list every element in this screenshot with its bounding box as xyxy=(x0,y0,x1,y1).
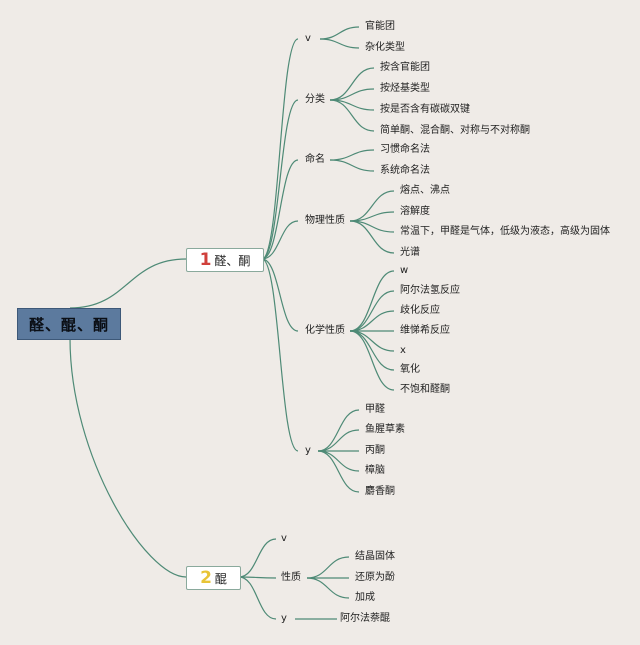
leaf-solubility[interactable]: 溶解度 xyxy=(400,206,430,217)
link-branch1-classify xyxy=(261,99,299,260)
link-branch2-y xyxy=(238,576,277,620)
node-b2-y[interactable]: y xyxy=(281,613,287,624)
leaf-alpha-naphthoquinone[interactable]: 阿尔法萘醌 xyxy=(340,613,390,624)
leaf-functional-group[interactable]: 官能团 xyxy=(365,21,395,32)
node-b1-naming[interactable]: 命名 xyxy=(305,154,325,165)
leaf-formaldehyde[interactable]: 甲醛 xyxy=(365,404,385,415)
link-branch2-v xyxy=(238,538,277,578)
branch-number-1: 1 xyxy=(199,250,212,270)
leaf-states[interactable]: 常温下，甲醛是气体，低级为液态，高级为固体 xyxy=(400,226,610,237)
leaf-reduce-to-phenol[interactable]: 还原为酚 xyxy=(355,572,395,583)
node-b1-physical[interactable]: 物理性质 xyxy=(305,215,345,226)
root-node[interactable]: 醛、醌、酮 xyxy=(17,308,121,340)
leaf-melting-boiling[interactable]: 熔点、沸点 xyxy=(400,185,450,196)
leaf-w[interactable]: w xyxy=(400,265,409,276)
link-branch1-y xyxy=(261,258,299,452)
link-b2-properties-leaf-0 xyxy=(306,556,350,579)
leaf-by-hydrocarbon[interactable]: 按烃基类型 xyxy=(380,83,430,94)
node-b1-y[interactable]: y xyxy=(305,445,311,456)
leaf-acetone[interactable]: 丙酮 xyxy=(365,445,385,456)
leaf-crystalline[interactable]: 结晶固体 xyxy=(355,551,395,562)
leaf-muscone[interactable]: 麝香酮 xyxy=(365,486,395,497)
link-y-leaf-1 xyxy=(317,429,360,452)
leaf-addition[interactable]: 加成 xyxy=(355,592,375,603)
leaf-houttuynin[interactable]: 鱼腥草素 xyxy=(365,424,405,435)
leaf-by-double-bond[interactable]: 按是否含有碳碳双键 xyxy=(380,104,470,115)
branch-number-2: 2 xyxy=(200,568,212,588)
link-branch1-naming xyxy=(261,159,299,260)
link-v-leaf-1 xyxy=(319,38,360,49)
root-label: 醛、醌、酮 xyxy=(28,315,109,334)
leaf-systematic-naming[interactable]: 系统命名法 xyxy=(380,165,430,176)
link-physical-leaf-3 xyxy=(349,220,395,254)
link-chemical-leaf-2 xyxy=(349,310,395,332)
branch-label-2: 醌 xyxy=(214,571,227,586)
link-b2-properties-leaf-2 xyxy=(306,577,350,599)
leaf-camphor[interactable]: 樟脑 xyxy=(365,465,385,476)
node-b1-v[interactable]: v xyxy=(305,33,311,44)
node-b2-properties[interactable]: 性质 xyxy=(281,572,301,583)
link-y-leaf-3 xyxy=(317,450,360,472)
link-v-leaf-0 xyxy=(319,26,360,40)
link-chemical-leaf-4 xyxy=(349,330,395,352)
leaf-wittig[interactable]: 维悌希反应 xyxy=(400,325,450,336)
link-branch1-physical xyxy=(261,220,299,260)
leaf-unsaturated[interactable]: 不饱和醛酮 xyxy=(400,384,450,395)
branch-label-1: 醛、酮 xyxy=(214,253,251,268)
leaf-disproportionation[interactable]: 歧化反应 xyxy=(400,305,440,316)
leaf-spectrum[interactable]: 光谱 xyxy=(400,247,420,258)
link-chemical-leaf-1 xyxy=(349,290,395,332)
link-branch1-chemical xyxy=(261,258,299,332)
leaf-x[interactable]: x xyxy=(400,345,406,356)
link-chemical-leaf-6 xyxy=(349,330,395,391)
node-b2-v[interactable]: v xyxy=(281,533,287,544)
link-naming-leaf-1 xyxy=(329,159,375,172)
link-branch2-properties xyxy=(238,576,277,579)
link-root-branch2 xyxy=(69,337,187,578)
link-branch1-v xyxy=(261,38,299,260)
leaf-common-naming[interactable]: 习惯命名法 xyxy=(380,144,430,155)
node-b1-chemical[interactable]: 化学性质 xyxy=(305,325,345,336)
branch-aldehyde-ketone-node[interactable]: 1 醛、酮 xyxy=(186,248,264,272)
link-classify-leaf-0 xyxy=(329,67,375,101)
link-chemical-leaf-0 xyxy=(349,270,395,332)
link-y-leaf-4 xyxy=(317,450,360,493)
link-classify-leaf-3 xyxy=(329,99,375,132)
leaf-by-functional-group[interactable]: 按含官能团 xyxy=(380,62,430,73)
leaf-alpha-hydrogen[interactable]: 阿尔法氢反应 xyxy=(400,285,460,296)
leaf-hybridization[interactable]: 杂化类型 xyxy=(365,42,405,53)
leaf-ketone-types[interactable]: 简单酮、混合酮、对称与不对称酮 xyxy=(380,125,530,136)
node-b1-classify[interactable]: 分类 xyxy=(305,94,325,105)
link-naming-leaf-0 xyxy=(329,149,375,161)
branch-quinone-node[interactable]: 2 醌 xyxy=(186,566,241,590)
link-root-branch1 xyxy=(69,258,187,309)
leaf-oxidation[interactable]: 氧化 xyxy=(400,364,420,375)
